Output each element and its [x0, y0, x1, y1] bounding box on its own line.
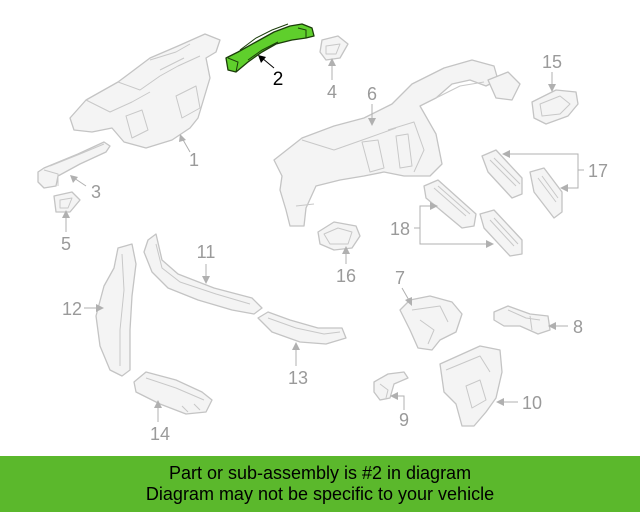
part-18-vents[interactable] — [423, 179, 523, 257]
callout-8[interactable]: 8 — [573, 317, 583, 337]
part-6-main-duct[interactable] — [273, 59, 521, 227]
part-13-flat-duct[interactable] — [257, 311, 347, 345]
banner-line-disclaimer: Diagram may not be specific to your vehi… — [145, 484, 495, 504]
callout-labels: 1 2 3 4 5 6 7 8 9 10 11 12 13 14 15 16 1… — [61, 52, 608, 444]
leader-lines — [62, 55, 584, 422]
part-17-vents[interactable] — [481, 149, 563, 219]
callout-14[interactable]: 14 — [150, 424, 170, 444]
part-4-vent[interactable] — [319, 35, 349, 61]
part-3-small-duct[interactable] — [37, 141, 111, 189]
part-12-vertical-duct[interactable] — [95, 243, 137, 377]
part-10-rear-housing[interactable] — [439, 345, 503, 427]
part-2-upper-duct[interactable] — [225, 23, 315, 73]
callout-5[interactable]: 5 — [61, 234, 71, 254]
callout-2[interactable]: 2 — [273, 69, 284, 90]
callout-17[interactable]: 17 — [588, 161, 608, 181]
notice-banner: Part or sub-assembly is #2 in diagram Di… — [0, 456, 640, 512]
part-1-center-duct[interactable] — [69, 33, 221, 149]
callout-4[interactable]: 4 — [327, 82, 337, 102]
part-15-vent[interactable] — [531, 89, 579, 125]
part-11-long-duct[interactable] — [143, 233, 263, 315]
part-16-vent[interactable] — [317, 221, 361, 251]
callout-15[interactable]: 15 — [542, 52, 562, 72]
callout-16[interactable]: 16 — [336, 266, 356, 286]
callout-12[interactable]: 12 — [62, 299, 82, 319]
callout-7[interactable]: 7 — [395, 268, 405, 288]
part-9-bracket[interactable] — [373, 371, 409, 401]
banner-line-part: Part or sub-assembly is #2 in diagram — [168, 463, 472, 483]
callout-10[interactable]: 10 — [522, 393, 542, 413]
callout-11[interactable]: 11 — [197, 242, 216, 262]
parts-diagram: 1 2 3 4 5 6 7 8 9 10 11 12 13 14 15 16 1… — [37, 23, 608, 444]
part-8-duct[interactable] — [493, 305, 551, 335]
callout-3[interactable]: 3 — [91, 182, 101, 202]
part-7-bracket[interactable] — [399, 295, 463, 351]
callout-18[interactable]: 18 — [390, 219, 410, 239]
callout-6[interactable]: 6 — [367, 84, 377, 104]
callout-13[interactable]: 13 — [288, 368, 308, 388]
part-14-floor-duct[interactable] — [133, 371, 213, 415]
callout-1[interactable]: 1 — [189, 150, 199, 170]
callout-9[interactable]: 9 — [399, 410, 409, 430]
part-5-vent[interactable] — [53, 191, 81, 213]
